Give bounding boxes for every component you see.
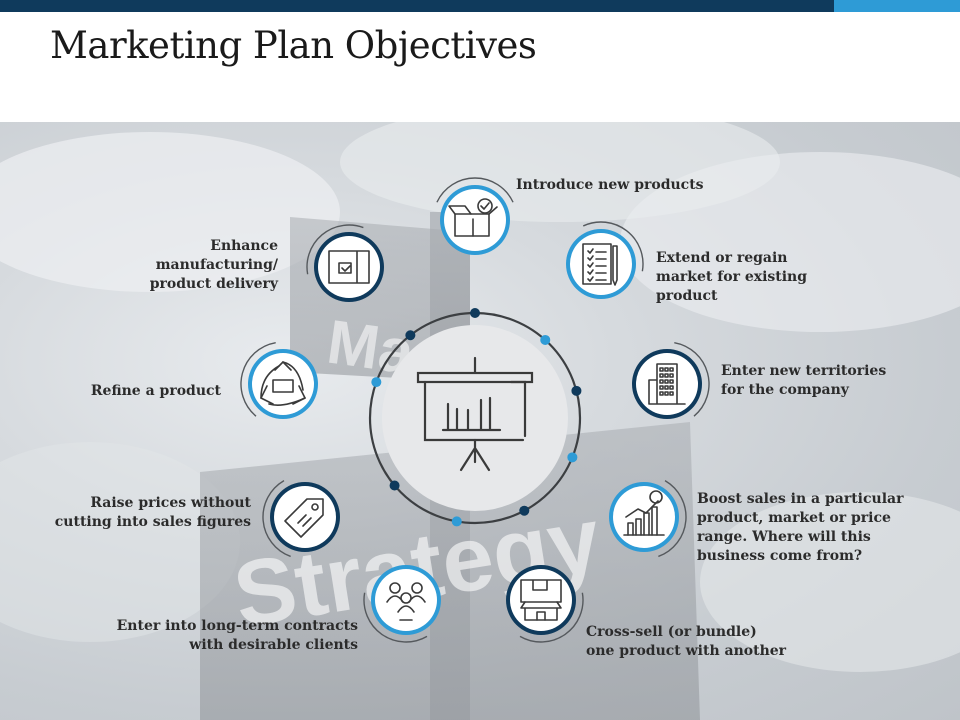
objective-node (262, 480, 340, 558)
ring-dot (567, 452, 578, 463)
ring-dot (571, 385, 582, 396)
objective-label: Refine a product (40, 382, 221, 401)
node-arc (674, 341, 710, 417)
objective-label: Introduce new products (516, 176, 776, 195)
objective-label-line: product delivery (149, 276, 278, 292)
objective-label: Enter into long-term contracts with desir… (60, 617, 358, 655)
objective-label-line: with desirable clients (189, 637, 358, 653)
top-bar-dark-segment (0, 0, 834, 12)
checklist-notebook-icon (582, 243, 618, 286)
box-check-icon (448, 198, 498, 237)
ring-dot (389, 480, 400, 491)
node-arc (240, 341, 276, 417)
objective-label-line: Enter into long-term contracts (116, 618, 358, 634)
objective-node (609, 480, 687, 558)
objective-label-line: product (656, 288, 718, 304)
page-title: Marketing Plan Objectives (50, 24, 537, 67)
objective-label-line: business come from? (697, 548, 863, 564)
objective-label: Raise prices without cutting into sales f… (20, 494, 251, 532)
objective-node (506, 565, 584, 643)
node-disc (252, 353, 314, 415)
objective-label-line: Introduce new products (516, 177, 704, 193)
objective-label-line: Raise prices without (90, 495, 251, 511)
office-building-icon (648, 363, 686, 405)
objective-label-line: Extend or regain (656, 250, 788, 266)
objective-label-line: Refine a product (90, 383, 221, 399)
objective-label-line: one product with another (586, 643, 787, 659)
ring-dot (519, 505, 530, 516)
ring-dot (405, 330, 416, 341)
objective-node (436, 177, 514, 255)
node-disc (636, 353, 698, 415)
presentation-board-bar-chart-icon (416, 356, 534, 472)
node-arc (363, 592, 428, 643)
objective-node (306, 224, 384, 302)
objective-node (363, 565, 441, 643)
objective-label: Boost sales in a particular product, mark… (697, 490, 937, 566)
objective-label: Cross-sell (or bundle) one product with a… (586, 623, 826, 661)
node-arc (436, 177, 514, 203)
node-arc (262, 480, 291, 558)
package-delivery-icon (328, 250, 370, 284)
objective-label: Extend or regain market for existing produ… (656, 249, 876, 306)
objective-label-line: product, market or price (697, 510, 891, 526)
top-bar-light-segment (834, 0, 960, 12)
objective-node (566, 221, 644, 299)
objective-node (240, 341, 318, 419)
top-accent-bar (0, 0, 960, 12)
ring-dot (451, 516, 462, 527)
center-node (382, 325, 568, 511)
people-group-icon (386, 582, 426, 621)
objective-node (632, 341, 710, 419)
objective-nodes (240, 177, 710, 643)
node-disc (444, 189, 506, 251)
node-arc (306, 224, 364, 275)
ring-dot (371, 377, 382, 388)
objective-label-line: Boost sales in a particular (697, 491, 904, 507)
center-disc (382, 325, 568, 511)
price-tag-icon (284, 498, 324, 538)
objective-label-line: manufacturing/ (155, 257, 278, 273)
objective-label-line: Enhance (210, 238, 278, 254)
node-arc (658, 480, 687, 558)
node-disc (375, 569, 437, 631)
node-disc (510, 569, 572, 631)
objective-label: Enhance manufacturing/product delivery (80, 237, 278, 294)
node-arc (582, 221, 644, 272)
objective-label-line: range. Where will this (697, 529, 871, 545)
objective-label-line: market for existing (656, 269, 808, 285)
objective-label-line: for the company (721, 382, 849, 398)
objective-label-line: cutting into sales figures (54, 514, 251, 530)
ring-dot (540, 334, 551, 345)
objective-label-line: Cross-sell (or bundle) (586, 624, 757, 640)
growth-chart-dollar-icon (623, 490, 665, 536)
objective-label: Enter new territories for the company (721, 362, 941, 400)
ring-layer (368, 308, 582, 527)
ring-dot (470, 308, 480, 318)
node-arc (519, 592, 584, 643)
node-disc (570, 233, 632, 295)
recycle-box-icon (260, 361, 306, 406)
objective-label-line: Enter new territories (721, 363, 887, 379)
store-package-icon (520, 579, 562, 621)
